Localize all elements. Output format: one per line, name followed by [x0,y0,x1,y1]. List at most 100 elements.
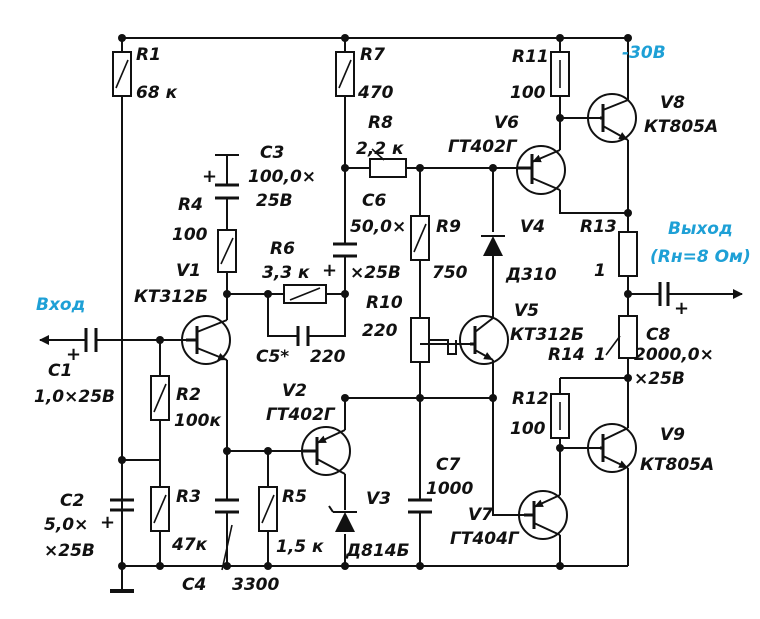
c3-value2: 25В [256,191,293,211]
v7-name: V7 [468,505,493,525]
resistor-r7 [335,51,355,97]
c4-value: 3300 [232,575,279,595]
c1-value: 1,0×25В [34,387,115,407]
capacitor-c7 [408,498,432,514]
transistor-v9 [587,423,637,473]
transistor-v5 [459,315,509,365]
c7-value: 1000 [426,479,473,499]
resistor-r2 [150,375,170,421]
r7-value: 470 [357,83,394,103]
capacitor-c2: + [100,498,134,533]
c3-value1: 100,0× [248,167,316,187]
v9-type: КТ805А [640,455,714,475]
capacitor-c8: + [658,282,689,319]
capacitor-c4 [215,498,239,514]
v3-type: Д814Б [345,541,410,561]
output-load-label: (Rн=8 Ом) [650,247,751,267]
labels: -30В Вход Выход (Rн=8 Ом) R1 68 к R2 100… [34,43,751,595]
v7-type: ГТ404Г [450,529,520,549]
capacitor-c3: + [202,155,239,200]
v9-name: V9 [660,425,685,445]
diode-v4 [481,235,505,256]
r3-value: 47к [171,535,208,555]
v1-type: КТ312Б [134,287,208,307]
r7-name: R7 [360,45,385,65]
v8-name: V8 [660,93,685,113]
r4-name: R4 [178,195,203,215]
transistor-v1 [181,315,231,365]
resistor-r10 [410,317,457,363]
c2-name: C2 [60,491,84,511]
svg-text:+: + [66,344,81,365]
r5-name: R5 [282,487,307,507]
wiring [55,37,730,593]
capacitor-c6: + [322,242,357,281]
r12-name: R12 [512,389,549,409]
r9-name: R9 [436,217,461,237]
resistor-r14 [618,315,638,359]
r8-name: R8 [368,113,393,133]
c6-value2: ×25В [350,263,401,283]
c5-name: C5* [256,347,289,367]
v5-type: КТ312Б [510,325,584,345]
junction-dots [118,34,632,570]
capacitor-c5 [296,326,310,346]
v3-name: V3 [366,489,391,509]
r14-value: 1 [594,345,606,365]
r5-value: 1,5 к [276,537,324,557]
supply-label: -30В [622,43,666,63]
r13-name: R13 [580,217,617,237]
v8-type: КТ805А [644,117,718,137]
c2-value2: ×25В [44,541,95,561]
r8-value: 2,2 к [356,139,404,159]
v1-name: V1 [176,261,201,281]
r10-value: 220 [362,321,398,341]
resistor-r13 [618,231,638,277]
transistor-v7 [518,490,568,540]
c3-name: C3 [260,143,284,163]
v6-type: ГТ402Г [448,137,518,157]
r2-name: R2 [176,385,201,405]
r3-name: R3 [176,487,201,507]
r13-value: 1 [594,261,606,281]
c7-name: C7 [436,455,460,475]
transistor-v6 [516,145,566,195]
transistor-v2 [301,426,351,476]
capacitor-c1: + [66,328,98,365]
c1-name: C1 [48,361,72,381]
r10-name: R10 [366,293,403,313]
svg-text:+: + [674,298,689,319]
transistor-v8 [587,93,637,143]
resistor-r12 [550,393,570,439]
svg-text:+: + [202,166,217,187]
diode-v3-zener [328,505,357,532]
r11-name: R11 [512,47,549,67]
output-label: Выход [668,219,733,239]
resistor-r4 [217,229,237,273]
c8-value1: 2000,0× [634,345,714,365]
resistor-r8 [369,158,407,178]
r14-name: R14 [548,345,585,365]
c6-value1: 50,0× [350,217,406,237]
c8-name: C8 [646,325,670,345]
c4-name: C4 [182,575,206,595]
resistor-r9 [410,215,430,261]
r6-name: R6 [270,239,295,259]
v6-name: V6 [494,113,519,133]
r1-name: R1 [136,45,161,65]
c8-value2: ×25В [634,369,685,389]
svg-text:+: + [322,260,337,281]
v2-name: V2 [282,381,307,401]
c5-value: 220 [310,347,346,367]
r11-value: 100 [510,83,546,103]
svg-text:+: + [100,512,115,533]
resistor-r11 [550,51,570,97]
resistor-r5 [258,486,278,532]
r9-value: 750 [432,263,468,283]
r4-value: 100 [172,225,208,245]
c2-value1: 5,0× [44,515,88,535]
input-label: Вход [36,295,85,315]
r6-value: 3,3 к [262,263,310,283]
v5-name: V5 [514,301,539,321]
